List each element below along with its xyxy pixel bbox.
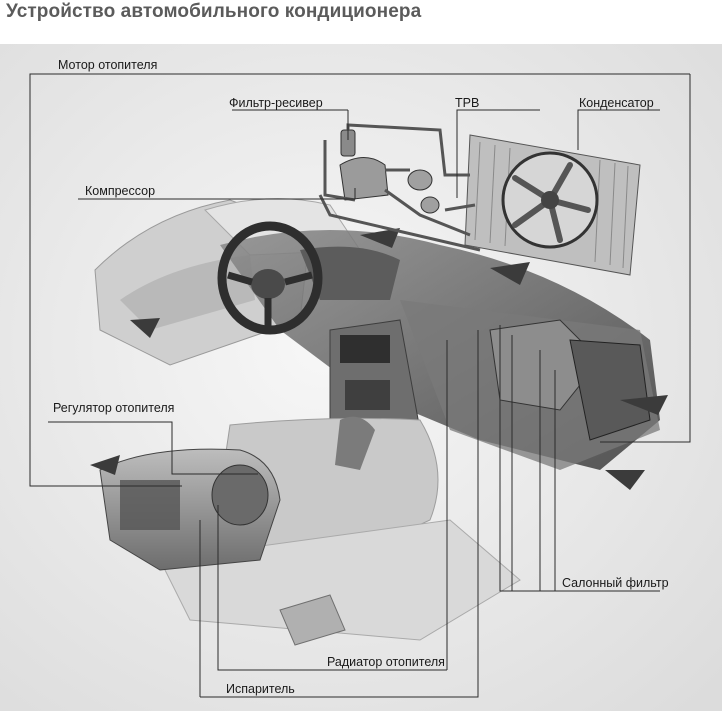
label-heater-motor: Мотор отопителя: [58, 58, 158, 72]
label-cabin-filter: Салонный фильтр: [562, 576, 669, 590]
airflow-arrows: [90, 228, 668, 490]
label-compressor: Компрессор: [85, 184, 156, 198]
console-controls: [345, 380, 390, 410]
hvac-ducting: [400, 300, 660, 470]
steering-wheel: [217, 221, 323, 335]
label-trv: ТРВ: [455, 96, 480, 110]
label-receiver-filter: Фильтр-ресивер: [229, 96, 323, 110]
label-heater-radiator: Радиатор отопителя: [327, 655, 445, 669]
label-heater-regulator: Регулятор отопителя: [53, 401, 175, 415]
console-radio: [340, 335, 390, 363]
gear-shifter: [335, 416, 375, 470]
condenser-unit: [464, 134, 641, 276]
heater-module: [99, 448, 281, 571]
label-condenser: Конденсатор: [579, 96, 654, 110]
pedal: [279, 594, 346, 646]
page-title: Устройство автомобильного кондиционера: [6, 1, 422, 22]
label-evaporator: Испаритель: [226, 682, 295, 696]
callout-lines: [29, 73, 691, 698]
refrigerant-components: [318, 123, 481, 252]
instrument-cluster: [300, 246, 400, 300]
